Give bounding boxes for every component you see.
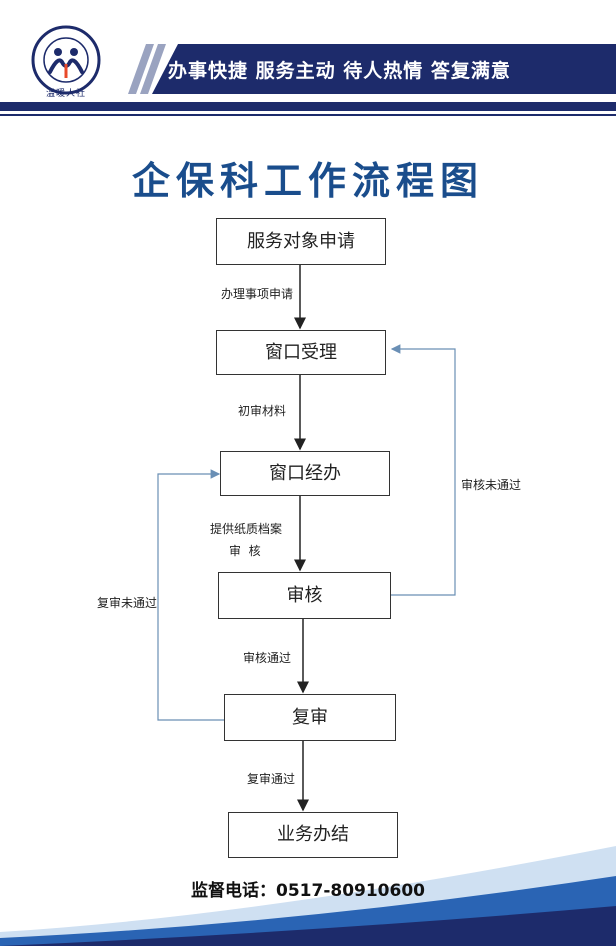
step-complete-label: 业务办结: [277, 824, 349, 845]
logo-caption: 温暖人社: [45, 89, 86, 99]
label-provide-archive-1: 提供纸质档案: [210, 522, 283, 536]
label-initial-review: 初审材料: [238, 404, 287, 418]
slogan-text: 办事快捷 服务主动 待人热情 答复满意: [168, 60, 511, 82]
bureau-logo-icon: [31, 25, 101, 95]
step-window-accept: 窗口受理: [216, 330, 386, 375]
step-recheck-label: 复审: [292, 707, 328, 728]
supervision-phone: 监督电话：0517-80910600: [191, 881, 425, 901]
step-review-label: 审核: [286, 585, 323, 606]
step-review: 审核: [218, 572, 391, 619]
header-divider-thin: [0, 114, 616, 116]
step-window-handle: 窗口经办: [220, 451, 390, 496]
slogan-banner: [152, 44, 616, 94]
step-window-handle-label: 窗口经办: [269, 463, 341, 484]
label-review-fail: 审核未通过: [461, 478, 522, 492]
header: 温暖人社 办事快捷 服务主动 待人热情 答复满意: [0, 0, 616, 116]
step-apply: 服务对象申请: [216, 218, 386, 265]
label-recheck-pass: 复审通过: [247, 772, 296, 786]
step-window-accept-label: 窗口受理: [265, 342, 337, 363]
step-complete: 业务办结: [228, 812, 398, 858]
feedback-review-fail: [390, 344, 456, 596]
header-divider: [0, 102, 616, 111]
label-apply: 办理事项申请: [221, 287, 294, 301]
label-recheck-fail: 复审未通过: [97, 596, 158, 610]
footer-wave-decoration: [0, 846, 616, 946]
step-apply-label: 服务对象申请: [247, 231, 355, 252]
step-recheck: 复审: [224, 694, 396, 741]
label-provide-archive-2: 审 核: [229, 544, 261, 558]
feedback-recheck-fail: [157, 469, 224, 721]
page-title: 企保科工作流程图: [131, 158, 484, 203]
banner-stripes: [128, 44, 166, 94]
label-review-pass: 审核通过: [243, 651, 292, 665]
